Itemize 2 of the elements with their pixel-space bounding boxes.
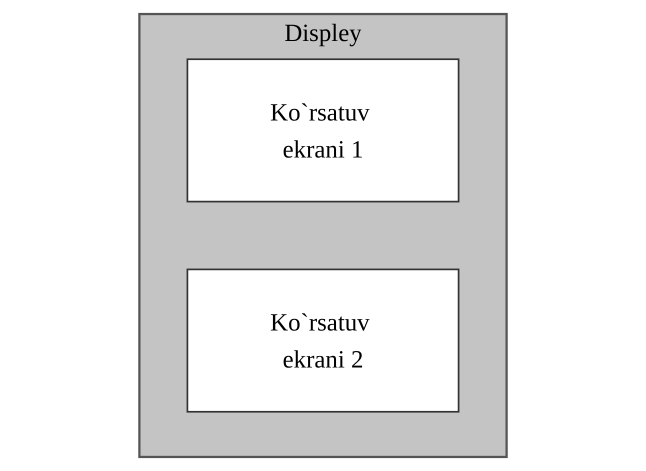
node-box: Ko`rsatuv ekrani 1	[186, 58, 460, 202]
node-box: Ko`rsatuv ekrani 2	[186, 268, 460, 413]
